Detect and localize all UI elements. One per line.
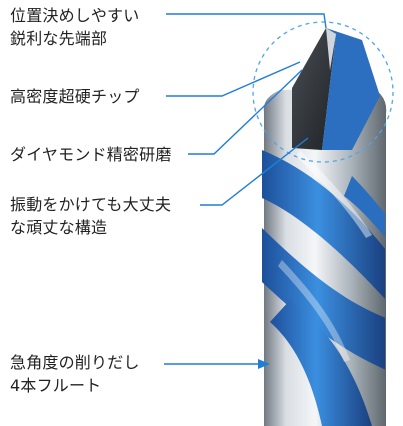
blue-flute-2 (262, 228, 385, 370)
carbide-tip (292, 28, 380, 150)
callout-carbide-chip: 高密度超硬チップ (10, 85, 140, 108)
drill-body (262, 88, 387, 426)
callout-four-flutes: 急角度の削りだし 4本フルート (10, 351, 140, 397)
callout-sharp-tip: 位置決めしやすい 鋭利な先端部 (10, 4, 139, 50)
callout-sturdy-structure: 振動をかけても大丈夫 な頑丈な構造 (10, 193, 171, 239)
callout-diamond-polish-line-1: ダイヤモンド精密研磨 (10, 145, 172, 164)
callout-diamond-polish: ダイヤモンド精密研磨 (10, 143, 172, 166)
leader-line-tip (166, 13, 327, 29)
flute-highlight (296, 150, 372, 238)
tip-blue-face (322, 28, 380, 150)
tip-left-face (292, 28, 336, 150)
tip-highlight-circle (252, 21, 394, 163)
flute-highlight-2 (278, 260, 350, 362)
callout-sharp-tip-line-1: 位置決めしやすい (10, 6, 140, 25)
leader-line-chip (166, 61, 301, 97)
callout-sturdy-structure-line-1: 振動をかけても大丈夫 (10, 195, 172, 214)
callout-sturdy-structure-line-2: な頑丈な構造 (10, 218, 108, 237)
leader-lines (164, 13, 327, 369)
blue-flute-3 (270, 300, 372, 426)
leader-arrowhead (258, 359, 270, 369)
leader-line-polish (188, 69, 303, 155)
callout-sharp-tip-line-2: 鋭利な先端部 (10, 29, 108, 48)
callout-four-flutes-line-1: 急角度の削りだし (10, 353, 140, 372)
leader-line-structure (200, 137, 309, 206)
blue-flute-1 (262, 150, 385, 300)
callout-carbide-chip-line-1: 高密度超硬チップ (10, 87, 140, 106)
tip-edge-highlight (326, 28, 336, 70)
blue-flute-4 (344, 176, 385, 238)
callout-four-flutes-line-2: 4本フルート (10, 376, 102, 395)
